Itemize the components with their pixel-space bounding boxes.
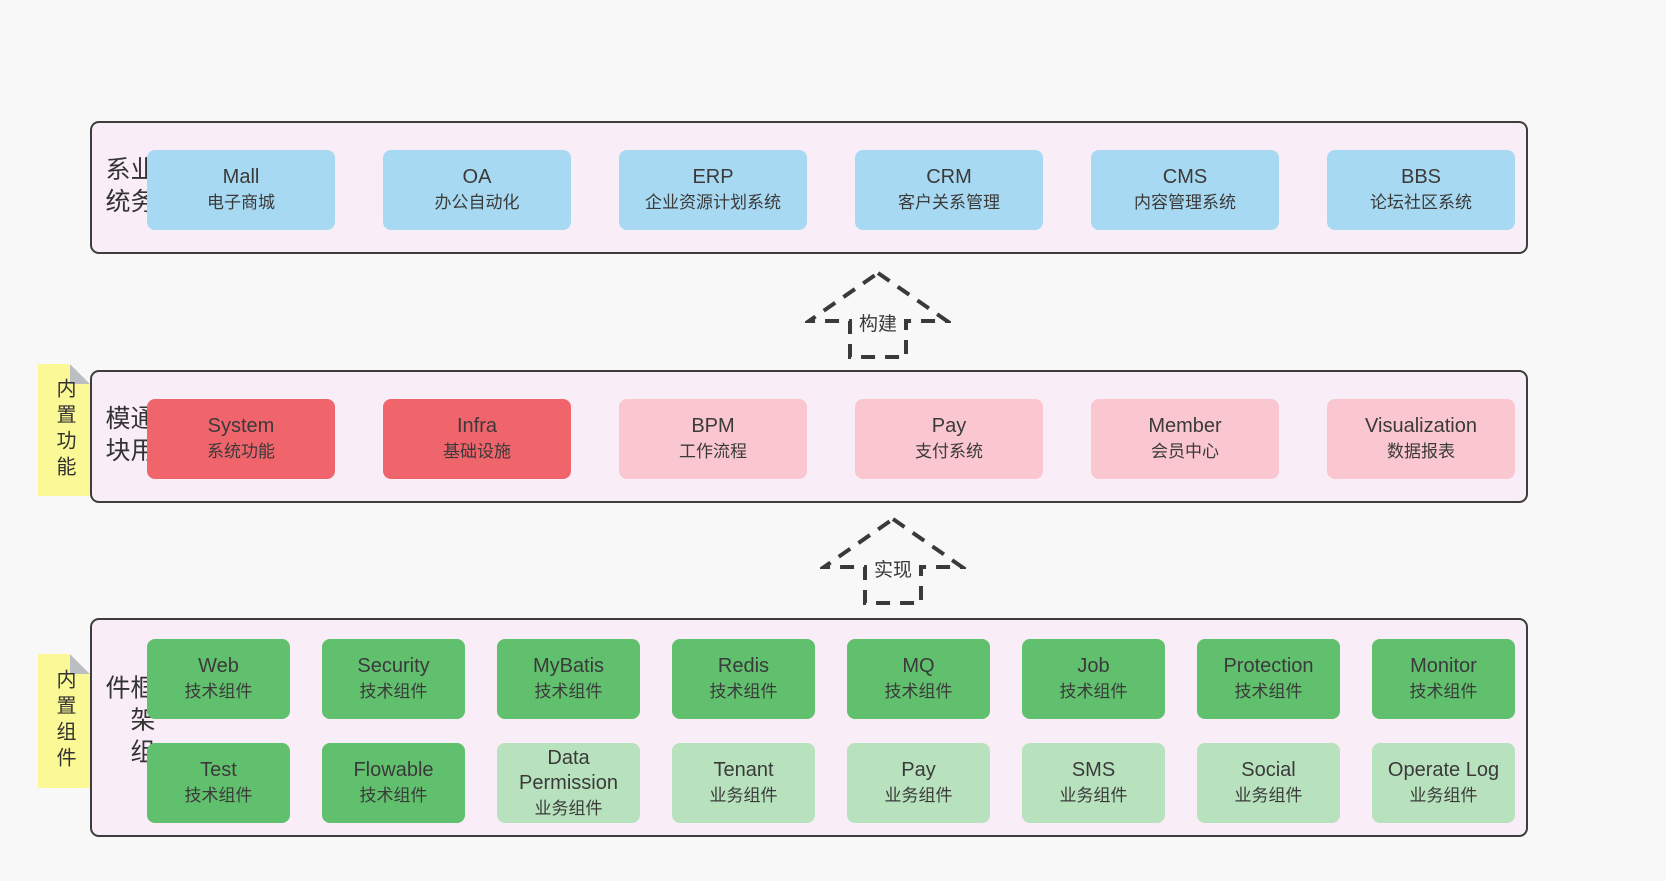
box-infra: Infra 基础设施 xyxy=(383,399,571,479)
box-mall: Mall 电子商城 xyxy=(147,150,335,230)
sticky-label: 内置组件 xyxy=(53,669,75,773)
box-tenant: Tenant 业务组件 xyxy=(672,743,815,823)
box-operate-log: Operate Log 业务组件 xyxy=(1372,743,1515,823)
box-flowable: Flowable 技术组件 xyxy=(322,743,465,823)
box-oa: OA 办公自动化 xyxy=(383,150,571,230)
box-mq: MQ 技术组件 xyxy=(847,639,990,719)
box-job: Job 技术组件 xyxy=(1022,639,1165,719)
box-redis: Redis 技术组件 xyxy=(672,639,815,719)
box-monitor: Monitor 技术组件 xyxy=(1372,639,1515,719)
box-bpm: BPM 工作流程 xyxy=(619,399,807,479)
box-bbs: BBS 论坛社区系统 xyxy=(1327,150,1515,230)
box-pay-module: Pay 支付系统 xyxy=(855,399,1043,479)
box-pay-component: Pay 业务组件 xyxy=(847,743,990,823)
section-label-components: 框架组件 xyxy=(102,673,155,770)
section-label-business: 业务系统 xyxy=(102,155,155,220)
box-visualization: Visualization 数据报表 xyxy=(1327,399,1515,479)
sticky-note-builtin-features: 内置功能 xyxy=(38,364,90,496)
box-erp: ERP 企业资源计划系统 xyxy=(619,150,807,230)
box-system: System 系统功能 xyxy=(147,399,335,479)
box-mybatis: MyBatis 技术组件 xyxy=(497,639,640,719)
build-arrow-label: 构建 xyxy=(854,312,902,338)
box-sms: SMS 业务组件 xyxy=(1022,743,1165,823)
box-security: Security 技术组件 xyxy=(322,639,465,719)
box-web: Web 技术组件 xyxy=(147,639,290,719)
section-framework-components: 框架组件 Web 技术组件 Security 技术组件 MyBatis 技术组件… xyxy=(90,618,1528,837)
sticky-note-builtin-components: 内置组件 xyxy=(38,654,90,788)
box-crm: CRM 客户关系管理 xyxy=(855,150,1043,230)
component-items: Web 技术组件 Security 技术组件 MyBatis 技术组件 Redi… xyxy=(147,639,1515,823)
box-member: Member 会员中心 xyxy=(1091,399,1279,479)
section-label-modules: 通用模块 xyxy=(102,404,155,469)
sticky-label: 内置功能 xyxy=(53,378,75,482)
box-protection: Protection 技术组件 xyxy=(1197,639,1340,719)
box-social: Social 业务组件 xyxy=(1197,743,1340,823)
section-business-systems: 业务系统 Mall 电子商城 OA 办公自动化 ERP 企业资源计划系统 CRM… xyxy=(90,121,1528,254)
section-common-modules: 通用模块 System 系统功能 Infra 基础设施 BPM 工作流程 Pay… xyxy=(90,370,1528,503)
box-cms: CMS 内容管理系统 xyxy=(1091,150,1279,230)
box-data-permission: Data Permission 业务组件 xyxy=(497,743,640,823)
module-items: System 系统功能 Infra 基础设施 BPM 工作流程 Pay 支付系统… xyxy=(147,399,1515,479)
business-items: Mall 电子商城 OA 办公自动化 ERP 企业资源计划系统 CRM 客户关系… xyxy=(147,150,1515,230)
implement-arrow-label: 实现 xyxy=(869,558,917,584)
box-test: Test 技术组件 xyxy=(147,743,290,823)
